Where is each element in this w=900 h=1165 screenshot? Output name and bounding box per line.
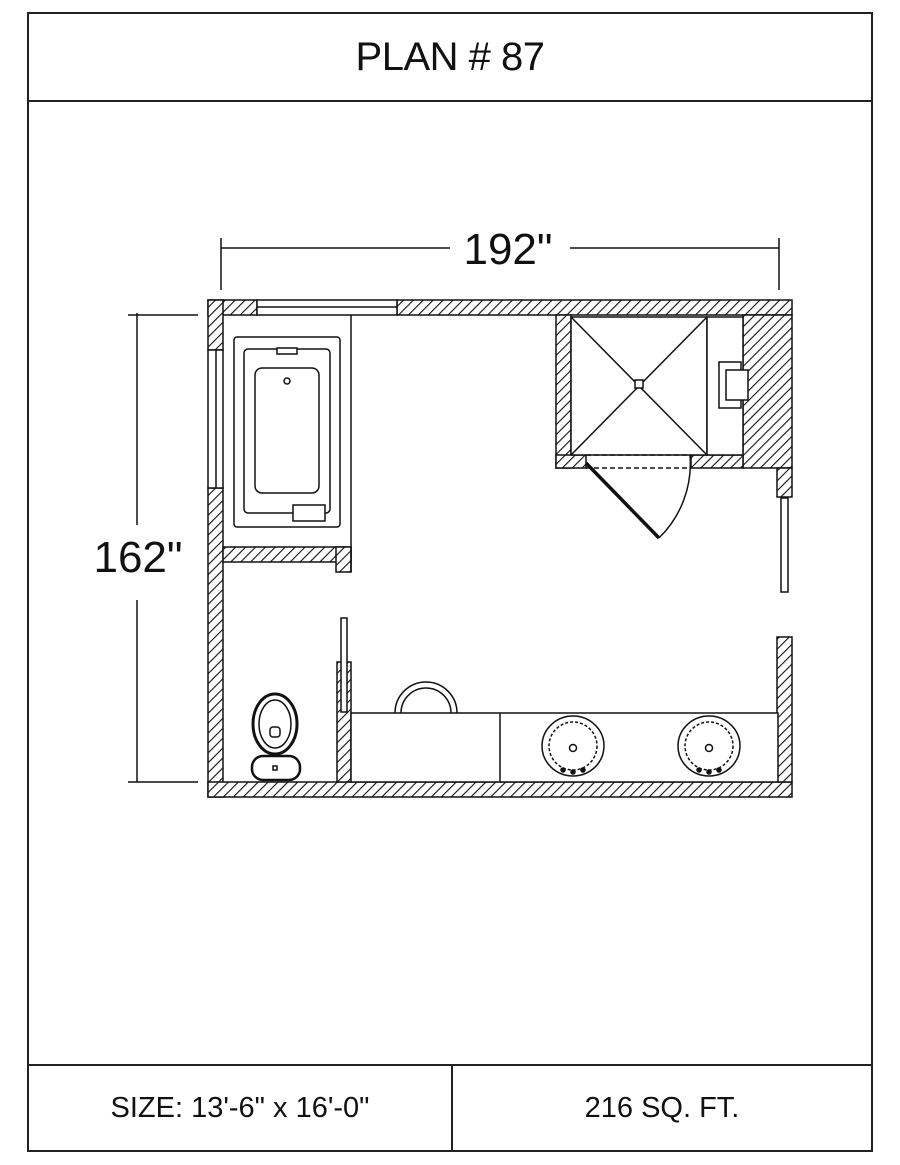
toilet (250, 692, 302, 782)
bathtub (233, 336, 341, 528)
width-dimension: 192" (463, 225, 552, 274)
size-label: SIZE: 13'-6" x 16'-0" (29, 1066, 453, 1150)
vanity (350, 681, 779, 783)
shower (570, 316, 749, 540)
plan-title: PLAN # 87 (29, 14, 871, 102)
sink-right (677, 715, 741, 777)
entry-door (780, 497, 789, 593)
plan-frame: PLAN # 87 SIZE: 13'-6" x 16'-0" 216 SQ. … (27, 12, 873, 1152)
sink-left (541, 715, 605, 777)
depth-dimension: 162" (93, 533, 182, 582)
vanity-stool (394, 681, 458, 714)
width-dimension-line (220, 238, 780, 290)
depth-dimension-line (128, 313, 198, 783)
plan-footer: SIZE: 13'-6" x 16'-0" 216 SQ. FT. (29, 1064, 871, 1150)
shower-door (584, 461, 661, 540)
area-label: 216 SQ. FT. (584, 1091, 740, 1124)
toilet-door (340, 617, 348, 713)
